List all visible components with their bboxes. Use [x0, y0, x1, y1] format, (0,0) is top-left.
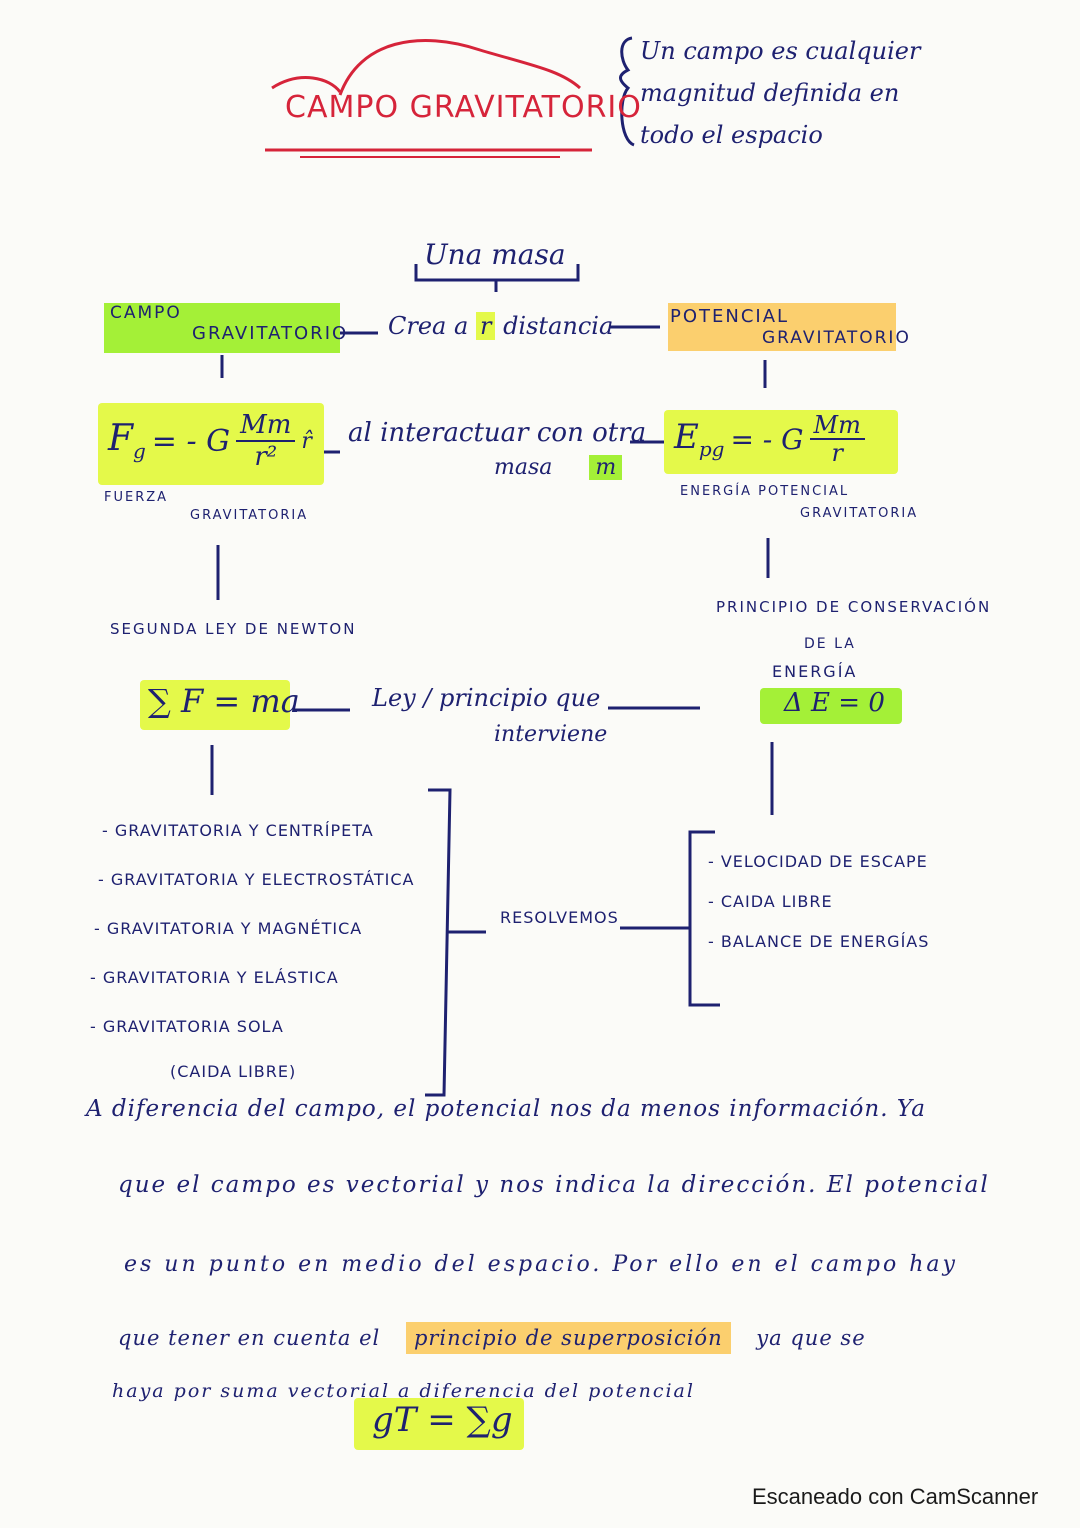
force-den: r²: [254, 442, 278, 472]
energy-formula: Epg = - G Mm r: [674, 412, 865, 466]
paragraph-line-4b: ya que se: [756, 1326, 866, 1350]
potencial-highlight: [668, 303, 896, 351]
crea-before: Crea a: [388, 312, 469, 340]
right-list-bracket: [688, 830, 720, 1007]
campo-label: CAMPO: [110, 303, 182, 323]
force-label-2: GRAVITATORIA: [190, 508, 309, 523]
list-item: - GRAVITATORIA SOLA: [90, 1017, 284, 1036]
title-swoosh-left: [271, 76, 342, 93]
force-formula: Fg = - G Mm r² r̂: [108, 410, 312, 472]
r-symbol: r: [475, 312, 496, 340]
interact-line-1: al interactuar con otra: [348, 418, 647, 448]
definition-line: magnitud definida en: [640, 79, 900, 107]
list-item: - BALANCE DE ENERGÍAS: [708, 932, 930, 951]
energy-formula-highlight: [664, 410, 898, 474]
final-formula: gT = ∑g: [372, 1400, 513, 1440]
list-item: - VELOCIDAD DE ESCAPE: [708, 852, 928, 871]
paragraph-line-1: A diferencia del campo, el potencial nos…: [86, 1096, 926, 1122]
energy-label-2: GRAVITATORIA: [800, 506, 919, 521]
list-item: - GRAVITATORIA Y ELÁSTICA: [90, 968, 339, 987]
left-list: - GRAVITATORIA Y CENTRÍPETA - GRAVITATOR…: [90, 806, 414, 1096]
resolvemos-label: RESOLVEMOS: [500, 908, 619, 927]
source-mass: Una masa: [424, 238, 566, 271]
force-sub: g: [132, 439, 146, 464]
crea-text: Crea a r distancia: [388, 312, 613, 340]
right-list: - VELOCIDAD DE ESCAPE - CAIDA LIBRE - BA…: [708, 842, 929, 962]
paragraph-line-5: haya por suma vectorial a diferencia del…: [112, 1380, 695, 1402]
definition-line: todo el espacio: [640, 121, 823, 149]
sum-formula-highlight: [140, 680, 290, 730]
crea-after: distancia: [503, 312, 614, 340]
definition-text: Un campo es cualquier magnitud definida …: [640, 30, 920, 156]
paragraph-line-4: que tener en cuenta el principio de supe…: [118, 1322, 866, 1354]
list-item: - CAIDA LIBRE: [708, 892, 833, 911]
conservation-line-2: DE LA: [804, 636, 856, 652]
definition-line: Un campo es cualquier: [640, 37, 921, 65]
conservation-line-1: PRINCIPIO DE CONSERVACIÓN: [716, 598, 992, 616]
left-list-bracket: [425, 788, 452, 1097]
energy-num: Mm: [809, 412, 865, 440]
force-mid: = - G: [151, 423, 231, 459]
superposition-highlight: principio de superposición: [405, 1322, 731, 1354]
title-swoosh-arc: [338, 39, 582, 96]
delta-formula-highlight: [760, 688, 902, 724]
definition-brace: [619, 36, 635, 147]
camscanner-watermark: Escaneado con CamScanner: [752, 1484, 1039, 1509]
potencial-label: POTENCIAL: [670, 306, 790, 327]
force-formula-highlight: [98, 403, 324, 485]
paragraph-line-4a: que tener en cuenta el: [118, 1326, 381, 1350]
law-line-1: Ley / principio que: [372, 684, 601, 712]
law-line-2: interviene: [494, 722, 608, 747]
campo-highlight: [104, 303, 340, 353]
energy-lhs: E: [674, 417, 699, 458]
interact-line-2: masa m: [494, 455, 623, 480]
sum-formula: ∑ F = ma: [148, 682, 300, 720]
final-formula-highlight: [354, 1398, 524, 1450]
energy-den: r: [831, 439, 843, 467]
force-num: Mm: [236, 410, 296, 442]
list-item: - GRAVITATORIA Y ELECTROSTÁTICA: [98, 870, 415, 889]
force-lhs: F: [108, 418, 133, 460]
list-item: - GRAVITATORIA Y MAGNÉTICA: [94, 919, 363, 938]
energy-label-1: ENERGÍA POTENCIAL: [680, 484, 850, 499]
paragraph-line-2: que el campo es vectorial y nos indica l…: [118, 1172, 990, 1198]
list-item: - GRAVITATORIA Y CENTRÍPETA: [102, 821, 374, 840]
list-item: (CAIDA LIBRE): [170, 1062, 297, 1081]
conservation-line-3: ENERGÍA: [772, 662, 858, 681]
newton-label: SEGUNDA LEY DE NEWTON: [110, 620, 357, 638]
energy-sub: pg: [698, 436, 725, 461]
interact-m: m: [589, 455, 623, 480]
potencial-label-2: GRAVITATORIO: [762, 328, 911, 348]
interact-masa: masa: [494, 455, 553, 480]
energy-mid: = - G: [730, 422, 804, 456]
campo-label-2: GRAVITATORIO: [192, 323, 349, 344]
force-label-1: FUERZA: [104, 490, 169, 505]
page-title: CAMPO GRAVITATORIO: [285, 90, 642, 125]
delta-formula: Δ E = 0: [784, 688, 885, 718]
force-tail: r̂: [301, 428, 312, 454]
paragraph-line-3: es un punto en medio del espacio. Por el…: [124, 1252, 958, 1277]
